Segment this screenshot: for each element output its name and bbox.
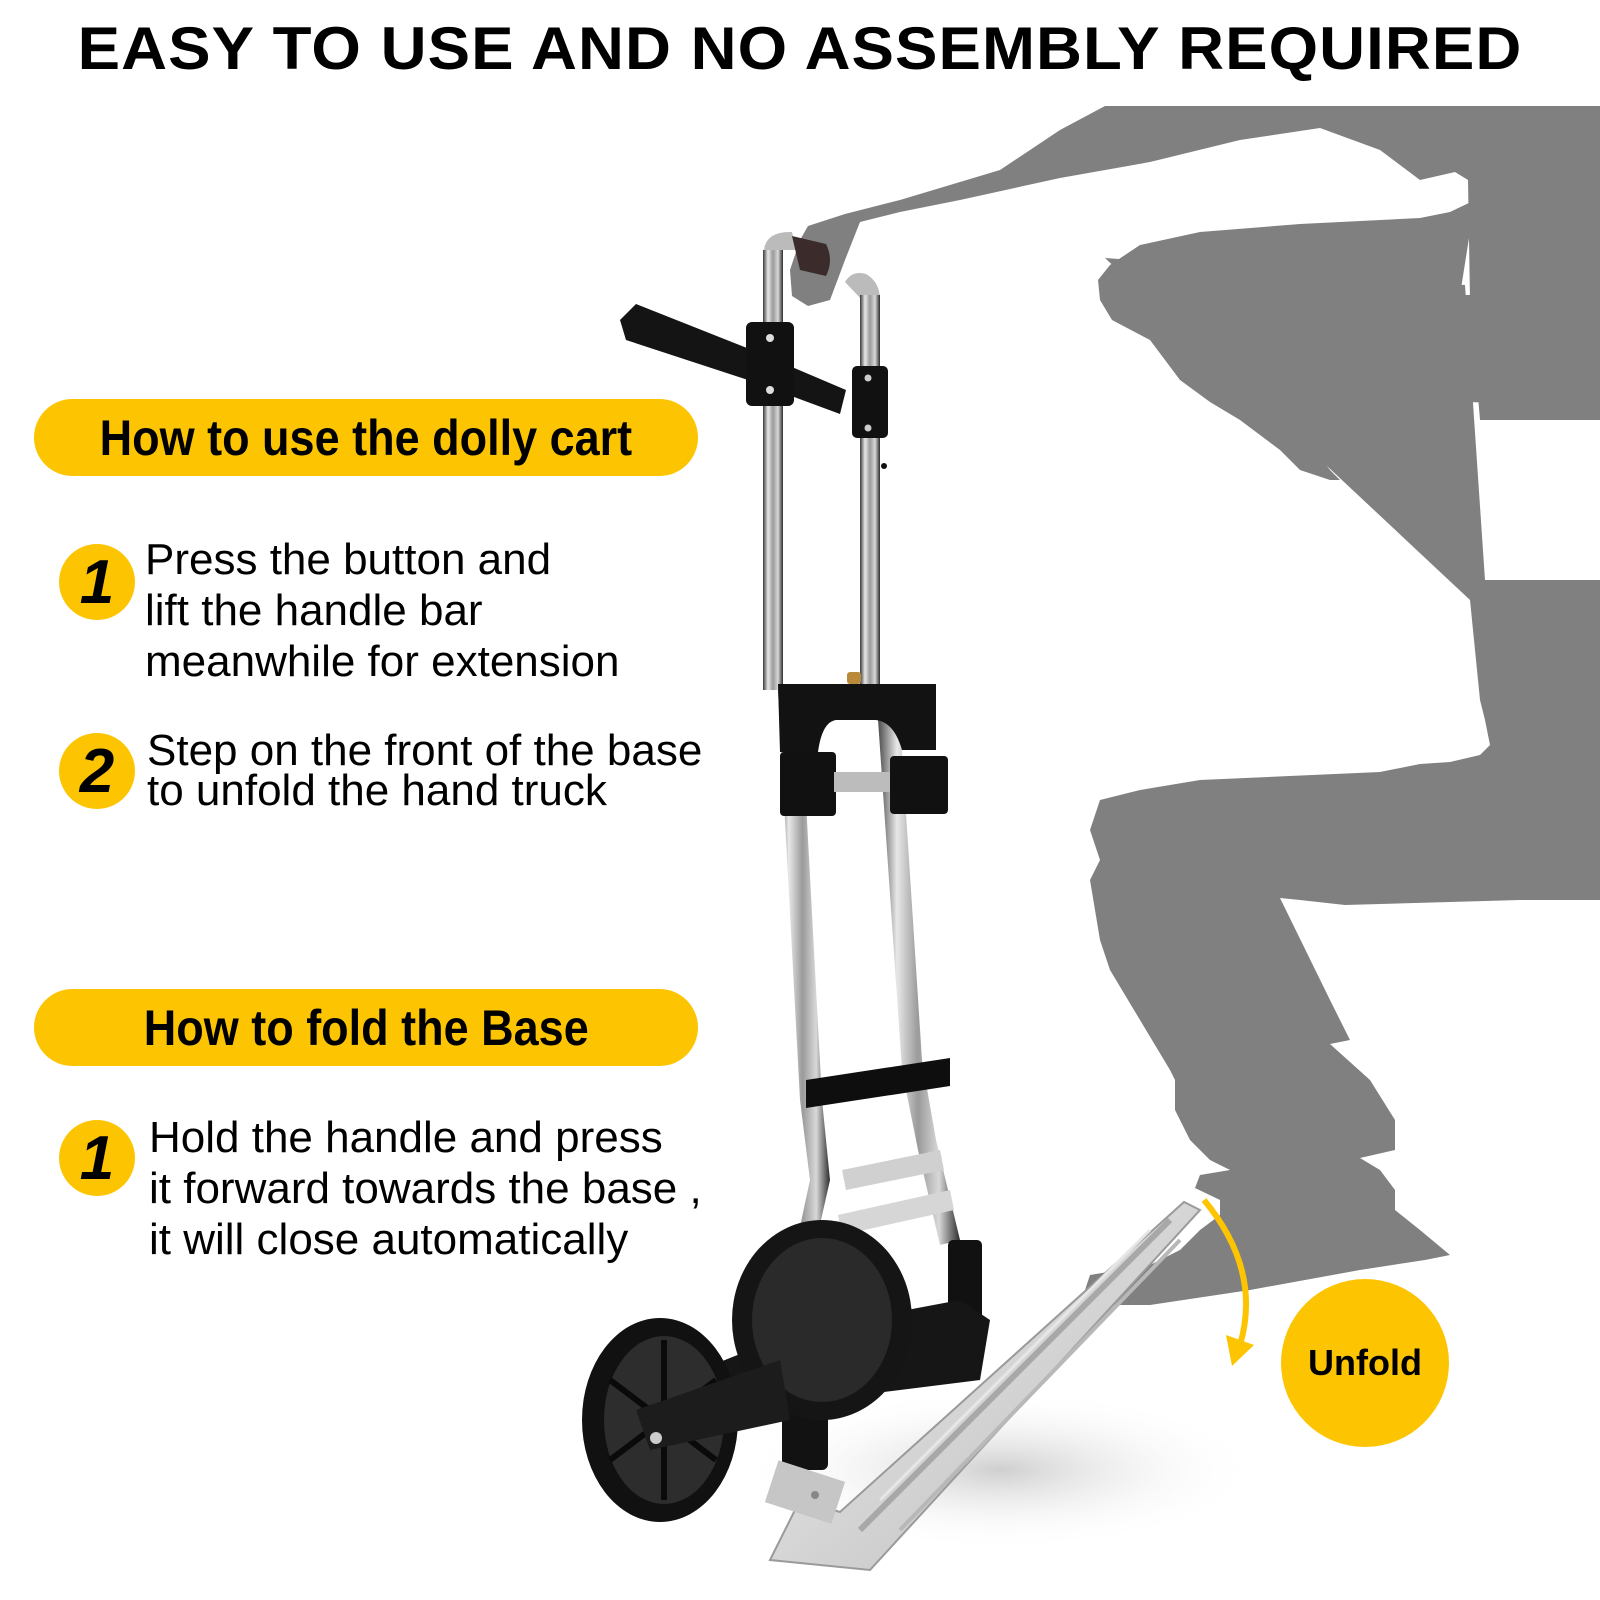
- unfold-label: Unfold: [1308, 1342, 1422, 1383]
- axle-bolt-icon: [650, 1432, 662, 1444]
- unfold-callout: Unfold: [1281, 1279, 1449, 1447]
- section-heading-use-label: How to use the dolly cart: [99, 409, 633, 466]
- section-heading-fold-label: How to fold the Base: [143, 999, 589, 1056]
- step-line: Hold the handle and press: [149, 1113, 663, 1162]
- headline: EASY TO USE AND NO ASSEMBLY REQUIRED: [77, 15, 1523, 82]
- use-step-1-text: Press the button and lift the handle bar…: [145, 534, 619, 687]
- fold-step-1-text: Hold the handle and press it forward tow…: [149, 1112, 702, 1265]
- step-line: to unfold the hand truck: [147, 766, 607, 815]
- step-line: Step on the front of the base: [147, 726, 703, 775]
- use-step-1: 1 Press the button and lift the handle b…: [59, 535, 619, 687]
- fold-step-1: 1 Hold the handle and press it forward t…: [59, 1113, 702, 1265]
- step-number-badge: 1: [59, 1120, 135, 1196]
- step-line: it forward towards the base ,: [149, 1164, 702, 1213]
- use-step-2-text: Step on the front of the base to unfold …: [147, 726, 703, 815]
- base-plate: [764, 1200, 1202, 1572]
- use-step-2: 2 Step on the front of the base to unfol…: [59, 726, 703, 815]
- section-heading-fold: How to fold the Base: [34, 989, 698, 1066]
- person-silhouette: [790, 106, 1600, 1305]
- curved-arrow-down-icon: [1201, 1198, 1254, 1366]
- step-number-badge: 2: [59, 733, 135, 809]
- step-line: meanwhile for extension: [145, 637, 620, 686]
- step-number-badge: 1: [59, 544, 135, 620]
- step-line: lift the handle bar: [145, 586, 483, 635]
- step-line: it will close automatically: [149, 1215, 629, 1264]
- wheels: [582, 1220, 912, 1522]
- step-line: Press the button and: [145, 535, 552, 584]
- section-heading-use: How to use the dolly cart: [34, 399, 698, 476]
